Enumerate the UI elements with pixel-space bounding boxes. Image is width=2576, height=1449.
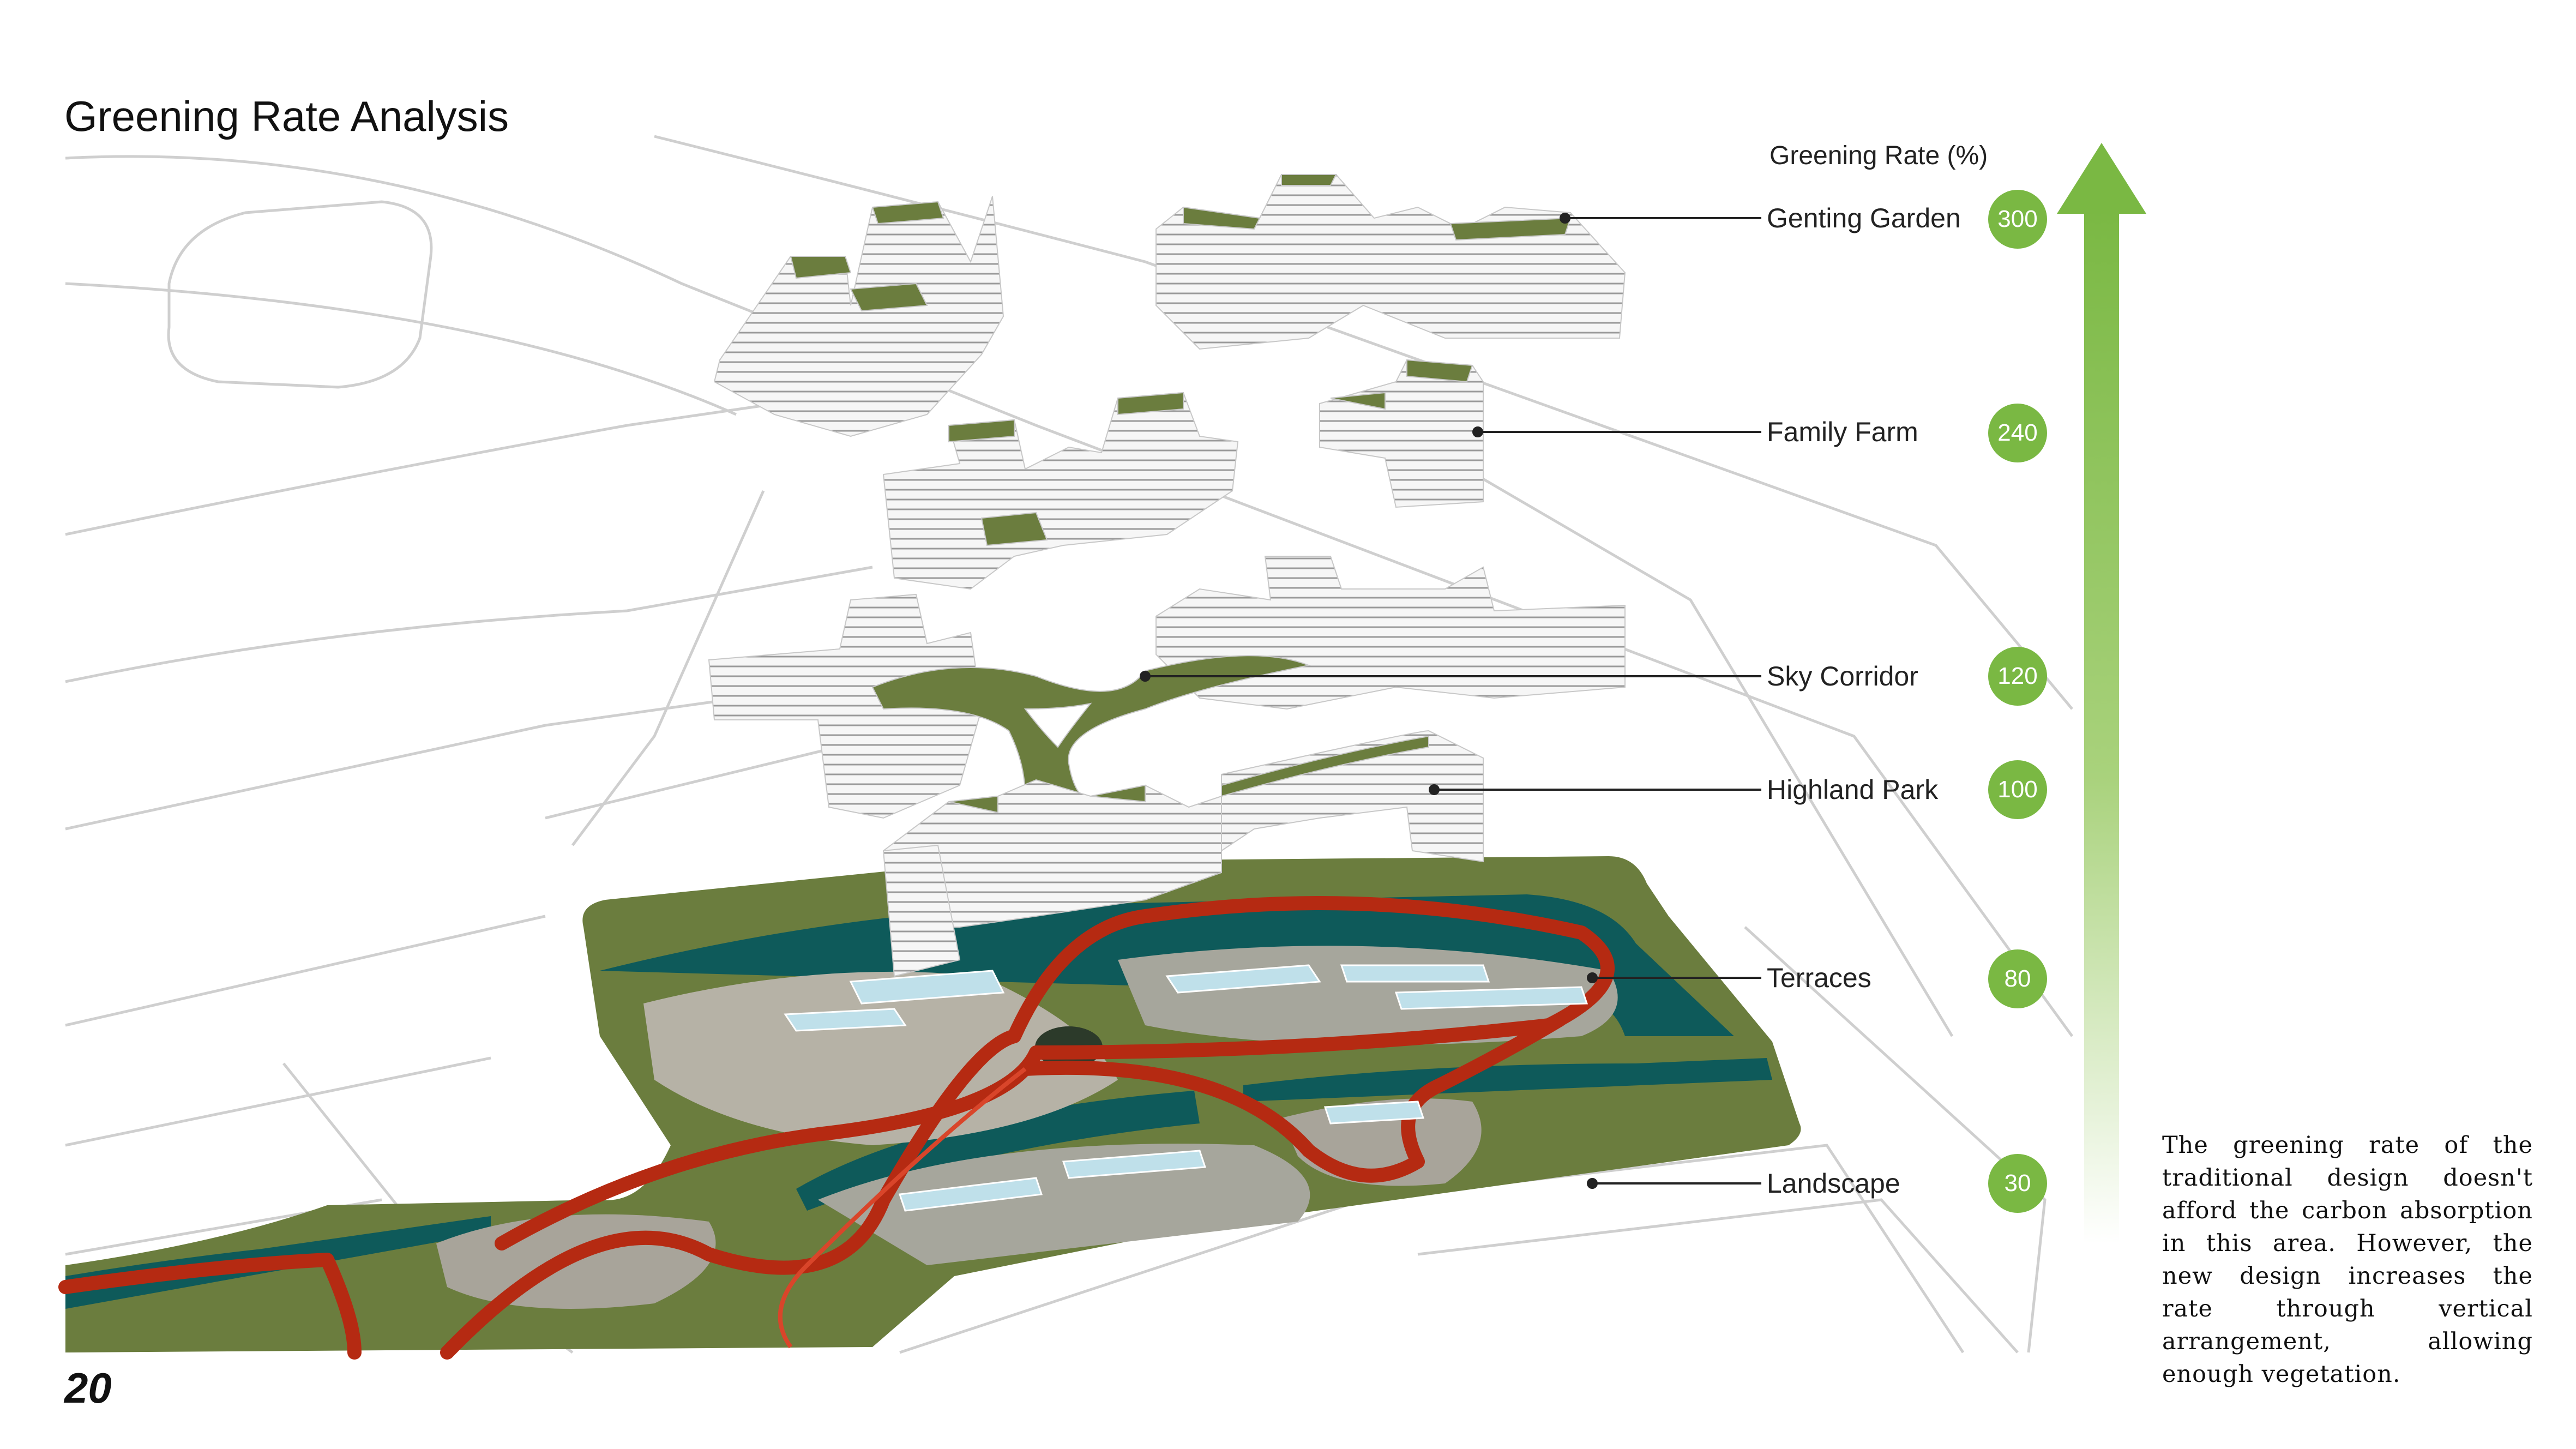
family-farm-buildings — [882, 359, 1484, 590]
elevated-route-branch — [778, 1067, 1027, 1349]
page-number: 20 — [64, 1364, 112, 1412]
greening-rate-arrow — [2057, 143, 2146, 1243]
label-family-farm: Family Farm — [1767, 417, 1918, 447]
label-genting-garden: Genting Garden — [1767, 203, 1961, 233]
badge-genting-garden: 300 — [1988, 190, 2047, 249]
genting-garden-buildings — [713, 174, 1626, 437]
badge-terraces: 80 — [1988, 949, 2047, 1008]
badge-highland-park: 100 — [1988, 760, 2047, 819]
label-highland-park: Highland Park — [1767, 774, 1939, 805]
terrace-buildings — [784, 964, 1588, 1212]
explanation-text: The greening rate of the traditional des… — [2162, 1132, 2533, 1388]
label-landscape: Landscape — [1767, 1168, 1900, 1199]
elevated-route — [58, 896, 1615, 1360]
leader-lines — [1140, 213, 1761, 1189]
badge-landscape: 30 — [1988, 1154, 2047, 1213]
scale-title: Greening Rate (%) — [1770, 141, 1988, 170]
badge-family-farm: 240 — [1988, 404, 2047, 462]
sky-corridor-buildings — [708, 556, 1626, 819]
label-terraces: Terraces — [1767, 963, 1871, 993]
badge-sky-corridor: 120 — [1988, 647, 2047, 706]
label-sky-corridor: Sky Corridor — [1767, 661, 1918, 692]
highland-park-buildings — [882, 730, 1484, 977]
page-title: Greening Rate Analysis — [64, 92, 509, 140]
